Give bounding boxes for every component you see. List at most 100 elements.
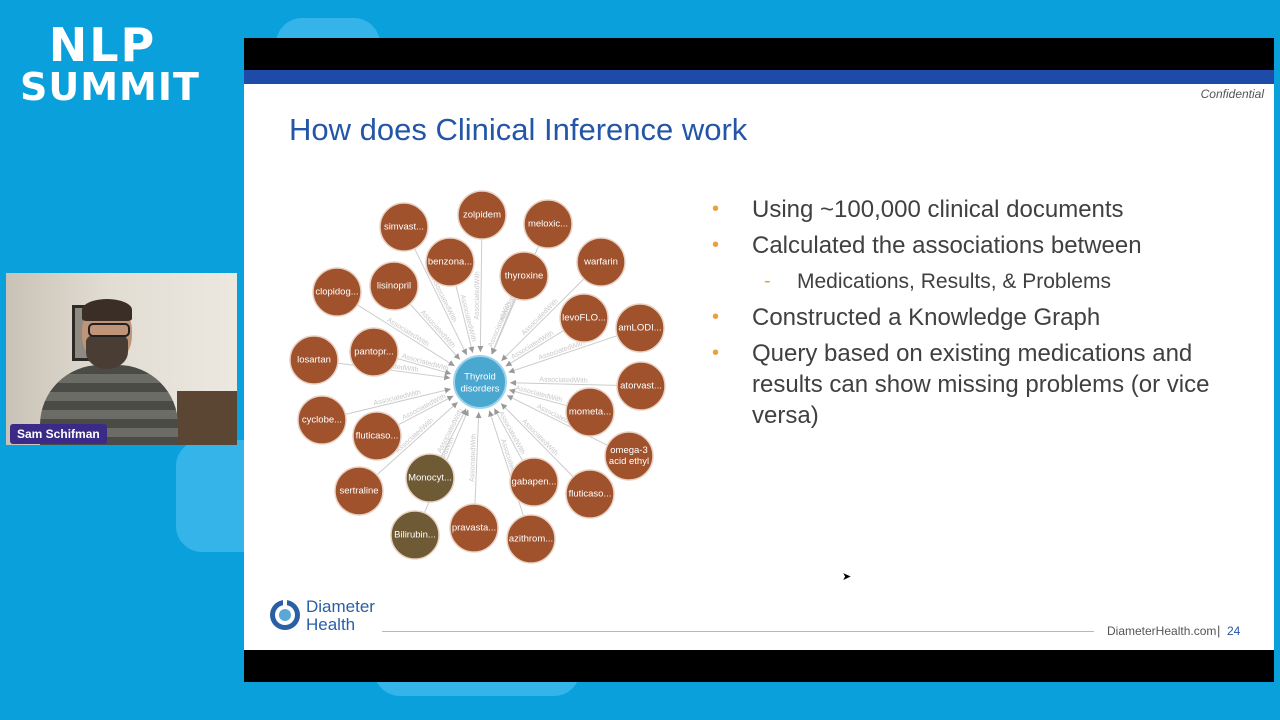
edge-label: AssociatedWith	[538, 340, 586, 362]
page-number: 24	[1227, 624, 1241, 638]
graph-edge	[474, 411, 480, 505]
edge-arrowhead	[488, 410, 494, 418]
graph-node-label: fluticaso...	[356, 431, 399, 442]
graph-node-medication: fluticaso...	[352, 411, 402, 461]
edge-arrowhead	[509, 379, 517, 386]
edge-arrowhead	[461, 348, 467, 356]
edge-arrowhead	[447, 360, 455, 367]
bullet-marker-icon: •	[712, 234, 720, 256]
graph-node-label: zolpidem	[463, 210, 501, 221]
slide-letterbox-bottom	[244, 650, 1274, 682]
graph-node-medication: cyclobe...	[297, 395, 347, 445]
graph-node-label: lisinopril	[377, 281, 411, 292]
graph-node-label: simvast...	[384, 222, 424, 233]
speaker-video	[6, 273, 237, 445]
edge-arrowhead	[491, 347, 497, 355]
graph-node-label: mometa...	[569, 407, 611, 418]
bullet-item: •Query based on existing medications and…	[709, 338, 1229, 431]
graph-edge	[500, 278, 585, 362]
graph-edge	[409, 303, 461, 360]
graph-node-label: azithrom...	[509, 534, 553, 545]
edge-arrowhead	[446, 395, 454, 402]
bullet-item: • Calculated the associations between	[709, 230, 1229, 261]
bullet-marker-icon: •	[712, 198, 720, 220]
footer-website: DiameterHealth.com	[1107, 624, 1217, 638]
brand-line-2: Health	[306, 615, 356, 634]
nlp-summit-logo: NLP SUMMIT	[20, 22, 200, 109]
graph-edge	[508, 335, 618, 373]
edge-label: AssociatedWith	[515, 385, 563, 404]
graph-node-label: losartan	[297, 355, 331, 366]
graph-edge	[506, 394, 608, 446]
graph-node-medication: clopidog...	[312, 267, 362, 317]
graph-edge	[396, 358, 452, 375]
edge-arrowhead	[506, 395, 514, 401]
center-node-label: Thyroid	[464, 372, 496, 383]
edge-arrowhead	[494, 408, 500, 416]
graph-node-label: Monocyt...	[408, 473, 452, 484]
bullet-item: • Constructed a Knowledge Graph	[709, 302, 1229, 333]
graph-node-label: acid ethyl	[609, 456, 649, 467]
edge-label: AssociatedWith	[539, 376, 588, 384]
graph-edge	[500, 403, 574, 478]
slide-letterbox-top	[244, 38, 1274, 70]
graph-edge	[491, 297, 516, 355]
diameter-health-brand: Diameter Health	[306, 598, 375, 634]
graph-nodes: zolpidemmeloxic...warfarinthyroxinelevoF…	[289, 190, 666, 564]
graph-node-medication: simvast...	[379, 202, 429, 252]
graph-edge	[376, 401, 459, 476]
edge-arrowhead	[475, 411, 482, 419]
graph-node-label: amLODI...	[618, 323, 661, 334]
edge-arrowhead	[477, 345, 484, 353]
graph-node-medication: gabapen...	[509, 457, 559, 507]
edge-label: AssociatedWith	[469, 434, 478, 483]
edge-arrowhead	[443, 374, 451, 381]
center-node-label: disorders	[460, 384, 499, 395]
bullet-marker-icon: •	[712, 306, 720, 328]
confidential-label: Confidential	[1200, 87, 1264, 101]
bullet-text: Calculated the associations between	[752, 232, 1142, 259]
edge-label: AssociatedWith	[474, 271, 482, 319]
graph-node-label: pantopr...	[354, 347, 394, 358]
graph-node-label: benzona...	[428, 257, 472, 268]
graph-edge	[345, 388, 451, 415]
graph-node-medication: zolpidem	[457, 190, 507, 240]
edge-label: AssociatedWith	[487, 301, 512, 348]
edge-arrowhead	[501, 403, 508, 410]
edge-label: AssociatedWith	[521, 298, 560, 337]
graph-node-medication: thyroxine	[499, 251, 549, 301]
speaker-hair	[82, 299, 132, 321]
graph-edge	[508, 389, 567, 407]
bullet-text: Query based on existing medications and …	[752, 340, 1210, 429]
graph-node-medication: mometa...	[565, 387, 615, 437]
graph-node-label: warfarin	[583, 257, 618, 268]
graph-node-medication: meloxic...	[523, 199, 573, 249]
graph-edge	[479, 238, 483, 353]
speaker-name-badge: Sam Schifman	[10, 424, 107, 444]
graph-node-label: clopidog...	[315, 287, 358, 298]
edge-arrowhead	[453, 353, 460, 360]
bullet-list: • Using ~100,000 clinical documents • Calcu…	[709, 194, 1229, 436]
bullet-text: Constructed a Knowledge Graph	[752, 304, 1101, 331]
logo-line-2: SUMMIT	[20, 65, 200, 109]
graph-node-label: meloxic...	[528, 219, 568, 230]
graph-edge	[398, 395, 454, 426]
graph-node-medication: pantopr...	[349, 327, 399, 377]
footer-divider	[382, 631, 1094, 632]
bullet-text: Medications, Results, & Problems	[797, 270, 1111, 293]
graph-edge	[414, 248, 468, 356]
graph-node-medication: atorvast...	[616, 361, 666, 411]
graph-node-medication: warfarin	[576, 237, 626, 287]
graph-node-result: Monocyt...	[405, 453, 455, 503]
edge-arrowhead	[444, 387, 451, 394]
graph-node-medication: benzona...	[425, 237, 475, 287]
edge-arrowhead	[505, 360, 513, 367]
graph-node-label: fluticaso...	[569, 489, 612, 500]
bullet-text: Using ~100,000 clinical documents	[752, 196, 1124, 223]
edge-arrowhead	[460, 408, 467, 416]
graph-node-medication: pravasta...	[449, 503, 499, 553]
edge-arrowhead	[451, 402, 458, 409]
